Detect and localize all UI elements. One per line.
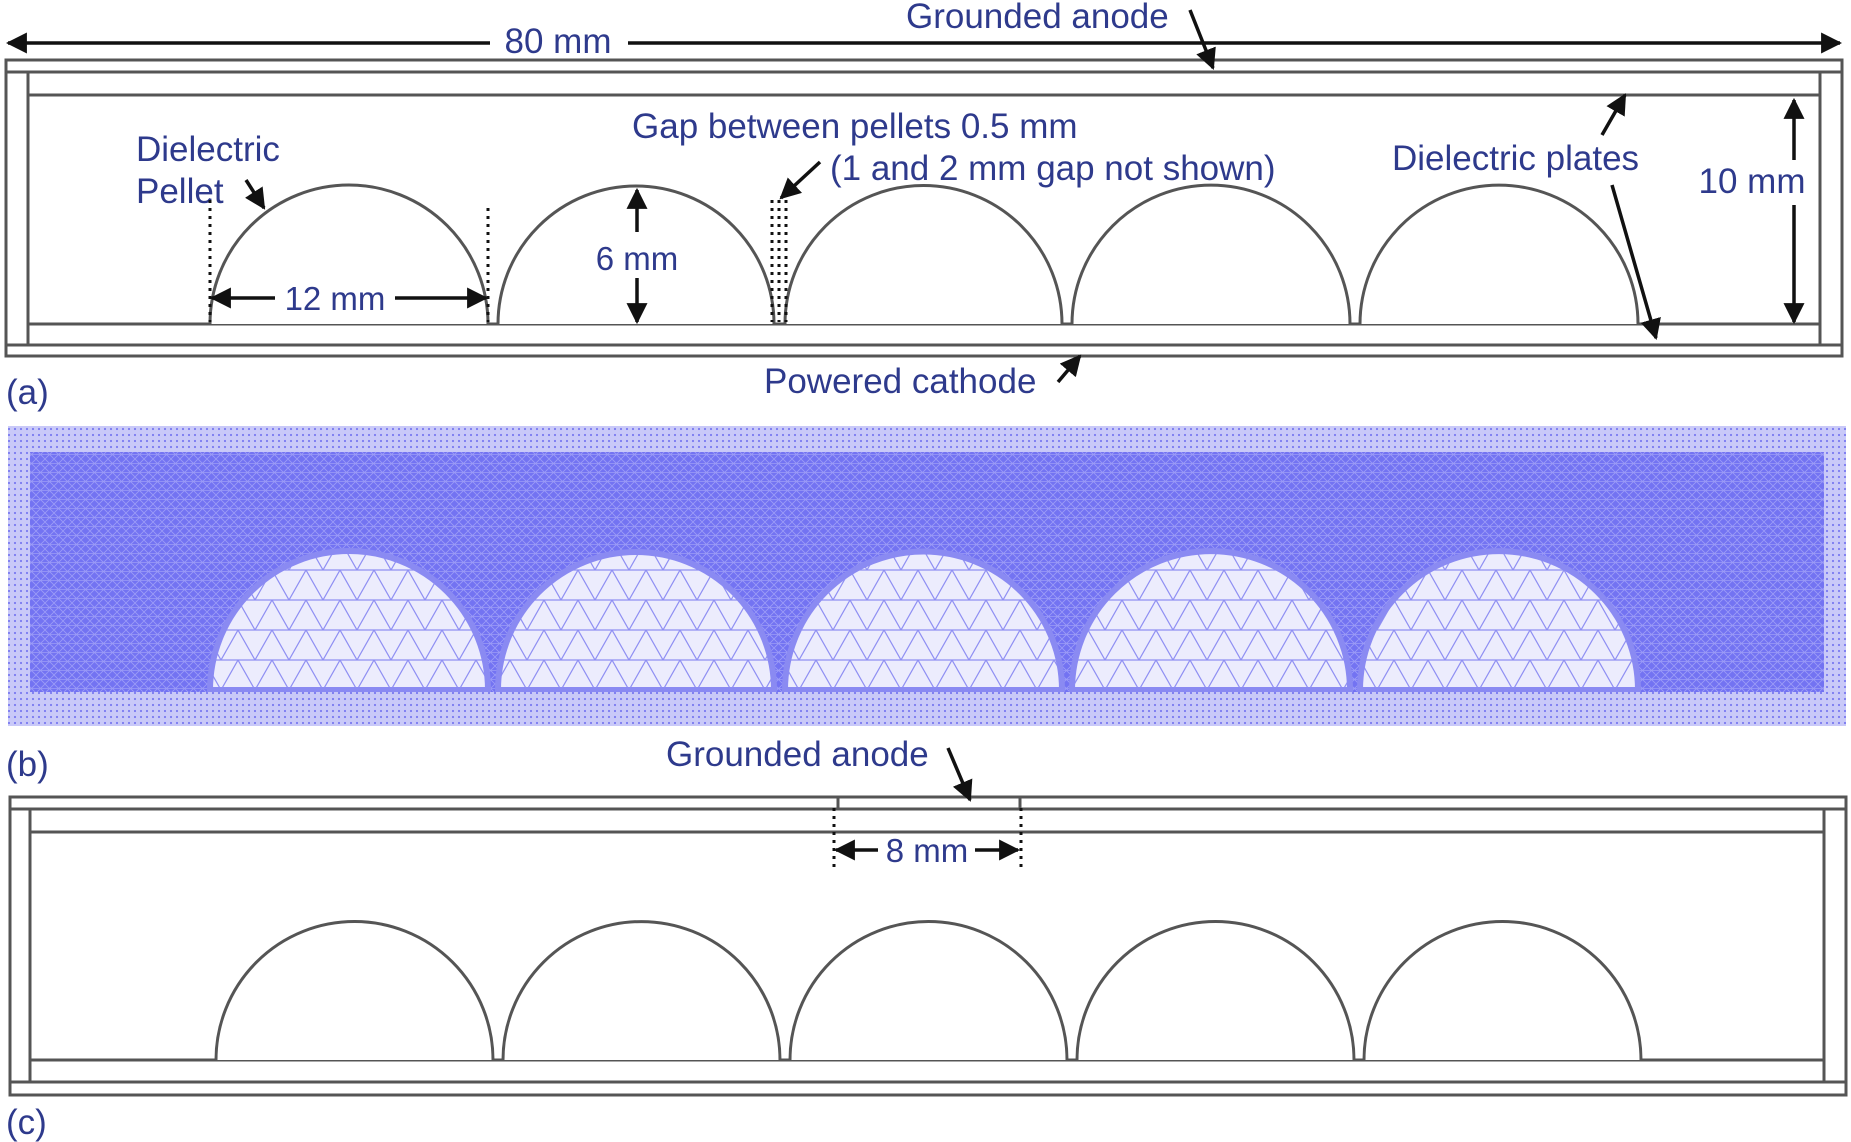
panel-c: Grounded anode 8 mm (c) bbox=[6, 735, 1848, 1142]
pellet bbox=[1070, 183, 1352, 325]
panel-a: 80 mm Grounded anode Dielectric Pellet 1… bbox=[4, 0, 1844, 412]
small-grounded-anode bbox=[836, 795, 1022, 811]
powered-cathode-label: Powered cathode bbox=[764, 362, 1036, 401]
gap-label-line2: (1 and 2 mm gap not shown) bbox=[830, 149, 1276, 188]
pellet bbox=[783, 184, 1064, 325]
pellet bbox=[1075, 920, 1356, 1061]
pellet-width-label: 12 mm bbox=[285, 280, 386, 317]
pellet bbox=[1358, 183, 1640, 325]
panel-c-label: (c) bbox=[6, 1103, 47, 1142]
mesh-pellet bbox=[494, 549, 778, 693]
panel-a-label: (a) bbox=[6, 373, 49, 412]
height-dimension-label: 10 mm bbox=[1699, 162, 1806, 201]
gap-label: Gap between pellets 0.5 mm bbox=[632, 107, 1078, 146]
anode-width-label: 8 mm bbox=[886, 832, 969, 869]
pellets-c bbox=[214, 920, 1643, 1061]
pellet-height-label: 6 mm bbox=[596, 240, 679, 277]
panel-b-label: (b) bbox=[6, 745, 49, 784]
pellet bbox=[214, 920, 495, 1061]
panel-b-mesh: (b) bbox=[6, 426, 1846, 784]
mesh-pellet bbox=[1068, 548, 1354, 693]
pellet bbox=[1362, 920, 1643, 1061]
dielectric-pellet-label: Dielectric bbox=[136, 130, 280, 169]
dielectric-plates-label: Dielectric plates bbox=[1392, 139, 1639, 178]
mesh-pellet bbox=[206, 548, 492, 693]
dielectric-pellet-label-line2: Pellet bbox=[136, 172, 224, 211]
width-dimension-label: 80 mm bbox=[505, 22, 612, 61]
pellet bbox=[208, 183, 490, 325]
mesh-pellet bbox=[1356, 548, 1642, 693]
grounded-anode-label: Grounded anode bbox=[906, 0, 1169, 36]
pellets-a bbox=[208, 183, 1640, 325]
pellet bbox=[501, 920, 782, 1061]
pellet bbox=[788, 920, 1069, 1061]
grounded-anode-label-c: Grounded anode bbox=[666, 735, 929, 774]
outer-frame bbox=[4, 58, 1844, 358]
mesh-pellets bbox=[206, 548, 1642, 693]
mesh-pellet bbox=[781, 548, 1066, 693]
pellet bbox=[496, 184, 776, 325]
